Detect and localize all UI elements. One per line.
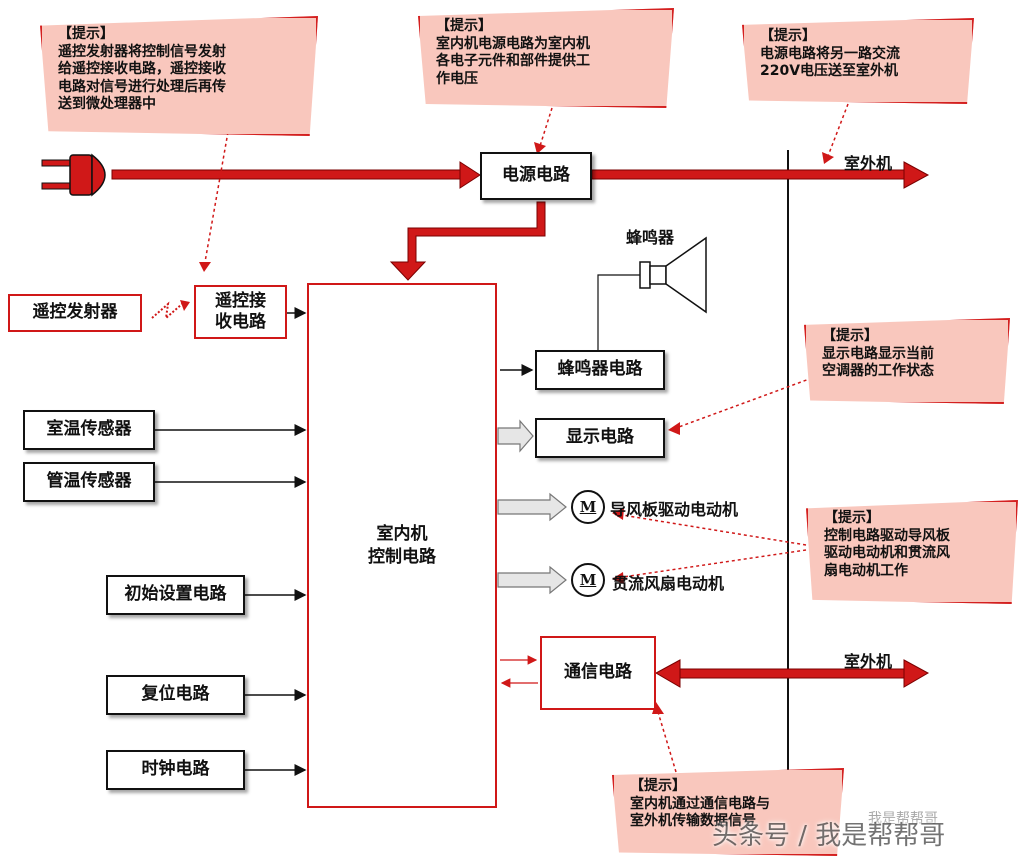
comm-to-outdoor-arrow — [654, 659, 930, 688]
tip-comm-title: 【提示】 — [630, 778, 686, 794]
watermark-small: 我是帮帮哥 — [868, 811, 938, 827]
room-temp-sensor-box: 室温传感器 — [23, 410, 155, 450]
tip-remote-title: 【提示】 — [58, 26, 114, 42]
indoor-control-label: 室内机 控制电路 — [368, 524, 436, 567]
tip-outdoor-power: 【提示】 电源电路将另一路交流 220V电压送至室外机 — [742, 18, 974, 104]
buzzer-circuit-box: 蜂鸣器电路 — [535, 350, 665, 390]
watermark: 头条号 / 我是帮帮哥 — [712, 821, 946, 851]
clock-circuit-box: 时钟电路 — [106, 750, 245, 790]
outdoor-unit-label-top: 室外机 — [844, 154, 893, 173]
tip-display-body: 显示电路显示当前 空调器的工作状态 — [822, 345, 934, 380]
remote-receiver-label: 遥控接 收电路 — [215, 290, 266, 332]
louver-motor-label: 导风板驱动电动机 — [610, 500, 739, 519]
tip-comm: 【提示】 室内机通过通信电路与 室外机传输数据信号 — [612, 768, 844, 856]
buzzer-speaker-icon — [639, 236, 707, 314]
power-to-control-arrow — [389, 201, 546, 281]
remote-receiver-box: 遥控接 收电路 — [194, 285, 287, 339]
clock-circuit-label: 时钟电路 — [141, 759, 210, 780]
power-line-arrow — [111, 161, 481, 189]
display-circuit-box: 显示电路 — [535, 418, 665, 458]
reset-circuit-box: 复位电路 — [106, 675, 245, 715]
fan-motor-label: 贯流风扇电动机 — [612, 574, 725, 593]
tip-power-title: 【提示】 — [436, 18, 492, 34]
tip-remote: 【提示】 遥控发射器将控制信号发射 给遥控接收电路，遥控接收 电路对信号进行处理… — [40, 16, 318, 136]
buzzer-label: 蜂鸣器 — [626, 228, 675, 247]
comm-circuit-label: 通信电路 — [564, 662, 632, 683]
indoor-control-box: 室内机 控制电路 — [307, 283, 497, 808]
remote-signal-zigzag — [151, 301, 183, 321]
comm-circuit-box: 通信电路 — [540, 636, 656, 710]
init-setting-box: 初始设置电路 — [106, 575, 245, 615]
tip-display-title: 【提示】 — [822, 328, 878, 344]
reset-circuit-label: 复位电路 — [141, 684, 210, 705]
buzzer-circuit-label: 蜂鸣器电路 — [557, 359, 643, 380]
remote-emitter-label: 遥控发射器 — [32, 302, 118, 323]
tip-power-body: 室内机电源电路为室内机 各电子元件和部件提供工 作电压 — [436, 35, 590, 87]
fan-motor-icon: M — [571, 563, 605, 597]
power-plug-icon — [41, 153, 106, 197]
louver-motor-icon: M — [571, 490, 605, 524]
outdoor-unit-label-bottom: 室外机 — [844, 652, 893, 671]
power-circuit-label: 电源电路 — [502, 165, 570, 186]
tip-remote-body: 遥控发射器将控制信号发射 给遥控接收电路，遥控接收 电路对信号进行处理后再传 送… — [58, 43, 226, 113]
tip-power: 【提示】 室内机电源电路为室内机 各电子元件和部件提供工 作电压 — [418, 8, 674, 108]
tip-motors-title: 【提示】 — [824, 510, 880, 526]
louver-motor-symbol: M — [579, 498, 597, 516]
tip-display: 【提示】 显示电路显示当前 空调器的工作状态 — [804, 318, 1010, 404]
callout-pointers — [204, 103, 849, 773]
tip-motors: 【提示】 控制电路驱动导风板 驱动电动机和贯流风 扇电动机工作 — [806, 500, 1018, 604]
tip-outdoor-power-body: 电源电路将另一路交流 220V电压送至室外机 — [760, 45, 900, 80]
buzzer-wire — [597, 274, 640, 350]
pipe-temp-sensor-label: 管温传感器 — [46, 471, 132, 492]
power-circuit-box: 电源电路 — [480, 152, 592, 200]
init-setting-label: 初始设置电路 — [124, 584, 227, 605]
tip-motors-body: 控制电路驱动导风板 驱动电动机和贯流风 扇电动机工作 — [824, 527, 950, 579]
louver-hollow-arrow — [497, 492, 567, 522]
display-hollow-arrow — [497, 419, 534, 453]
fan-hollow-arrow — [497, 565, 567, 595]
power-to-outdoor-arrow — [591, 161, 930, 189]
tip-comm-body: 室内机通过通信电路与 室外机传输数据信号 — [630, 795, 770, 830]
pipe-temp-sensor-box: 管温传感器 — [23, 462, 155, 502]
display-circuit-label: 显示电路 — [566, 427, 634, 448]
room-temp-sensor-label: 室温传感器 — [46, 419, 132, 440]
fan-motor-symbol: M — [579, 571, 597, 589]
remote-emitter-box: 遥控发射器 — [8, 294, 142, 332]
tip-outdoor-power-title: 【提示】 — [760, 28, 816, 44]
